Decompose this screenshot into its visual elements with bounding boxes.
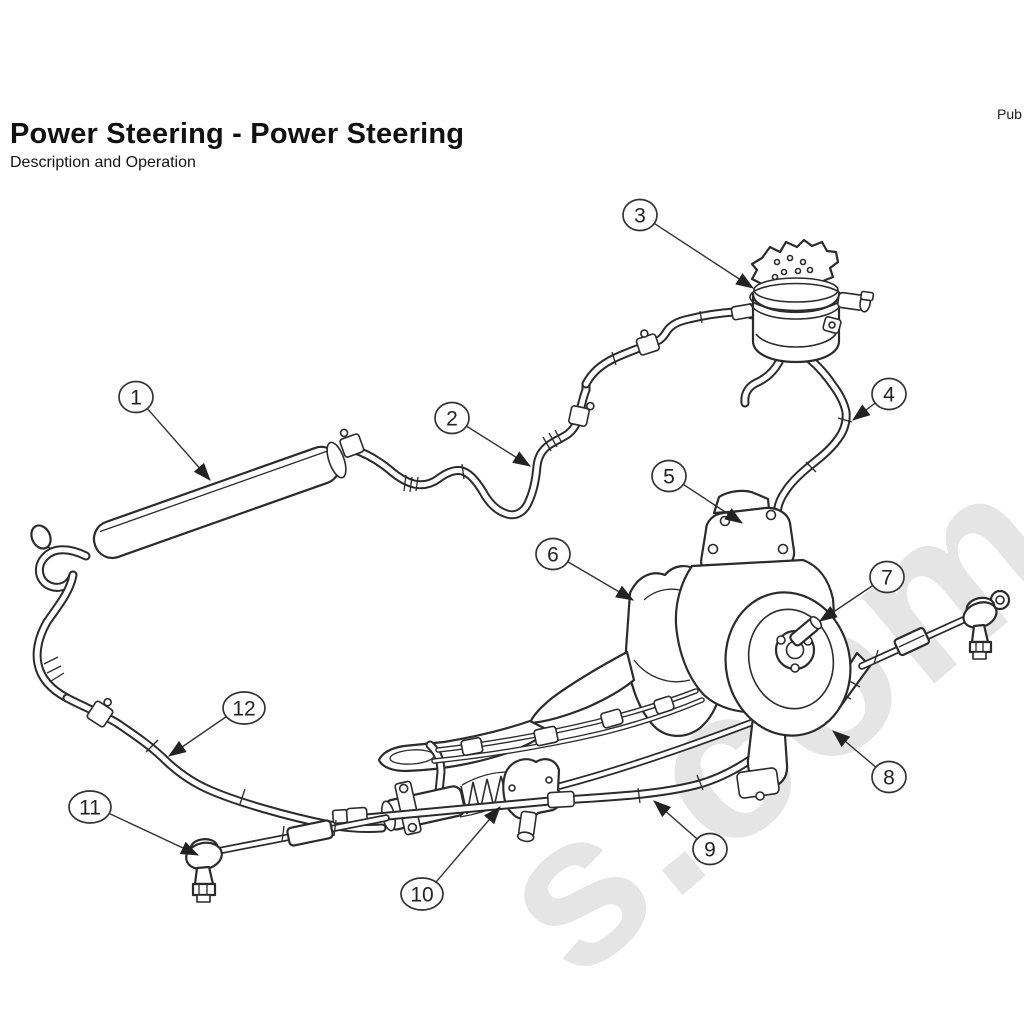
cooler-outlet-clamp <box>339 428 365 458</box>
callout-6-bubble <box>535 537 571 571</box>
page-subtitle: Description and Operation <box>10 154 196 171</box>
callout-5-leader-arrow <box>682 483 743 524</box>
callout-9-bubble <box>692 832 728 866</box>
callout-7-leader-arrow <box>819 584 874 622</box>
tie-rod-end-left <box>185 838 223 903</box>
callout-3-number: 3 <box>634 205 646 228</box>
callout-8-number: 8 <box>883 767 895 790</box>
callout-1: 1 <box>118 380 211 481</box>
callout-10-bubble <box>400 877 444 911</box>
callout-9-leader-arrow <box>653 800 698 840</box>
callout-7: 7 <box>819 560 905 622</box>
pulley-shaft-stub <box>789 615 823 647</box>
callout-3-bubble <box>622 198 658 232</box>
callout-1-leader-arrow <box>146 408 211 481</box>
callout-11: 11 <box>68 790 200 856</box>
callout-5-number: 5 <box>663 466 675 489</box>
callout-12-leader-arrow <box>168 716 227 757</box>
callout-6-leader-arrow <box>567 561 634 601</box>
page-title: Power Steering - Power Steering <box>10 118 465 150</box>
return-hose <box>352 302 762 515</box>
tie-rod-end-right <box>962 589 1011 660</box>
hose-clamp <box>635 329 661 356</box>
callout-8-leader-arrow <box>832 730 877 768</box>
callout-5: 5 <box>651 459 743 524</box>
callout-2-leader-arrow <box>466 425 531 467</box>
callout-2-bubble <box>434 401 470 435</box>
callout-4-number: 4 <box>883 384 895 407</box>
callout-1-bubble <box>118 380 154 414</box>
callout-6: 6 <box>535 537 634 601</box>
line-clamp <box>86 697 114 728</box>
callout-5-bubble <box>651 459 687 493</box>
callout-1-number: 1 <box>130 387 142 410</box>
callout-8-bubble <box>871 760 907 794</box>
callout-12: 12 <box>168 691 266 757</box>
callout-6-number: 6 <box>547 544 559 567</box>
callout-4-bubble <box>871 377 907 411</box>
callout-9-number: 9 <box>704 839 716 862</box>
callout-4: 4 <box>852 377 907 421</box>
page-header: Power Steering - Power Steering Descript… <box>10 118 464 172</box>
callout-11-bubble <box>68 790 112 824</box>
fluid-cooler <box>30 428 365 592</box>
corner-text: Pub <box>997 106 1022 122</box>
callout-10: 10 <box>400 806 501 911</box>
callout-11-leader-arrow <box>108 812 200 856</box>
callout-9: 9 <box>653 800 728 866</box>
callout-11-number: 11 <box>79 797 101 820</box>
callout-4-leader-arrow <box>852 402 876 421</box>
hose-clamp <box>568 401 595 427</box>
callout-8: 8 <box>832 730 907 794</box>
callout-3-leader-arrow <box>653 222 754 289</box>
rack-mount-clamp <box>394 780 422 836</box>
pump-pulley <box>724 591 852 737</box>
callout-2: 2 <box>434 401 531 467</box>
callout-10-number: 10 <box>410 884 433 907</box>
reservoir-side-nipple <box>837 290 875 313</box>
cooler-return-line <box>37 575 382 829</box>
callout-10-leader-arrow <box>435 806 501 883</box>
callout-7-bubble <box>869 560 905 594</box>
callout-3: 3 <box>622 198 754 289</box>
fluid-reservoir <box>730 238 875 403</box>
callout-12-bubble <box>222 691 266 725</box>
callout-7-number: 7 <box>881 567 893 590</box>
callout-2-number: 2 <box>446 408 458 431</box>
callout-12-number: 12 <box>232 698 255 721</box>
